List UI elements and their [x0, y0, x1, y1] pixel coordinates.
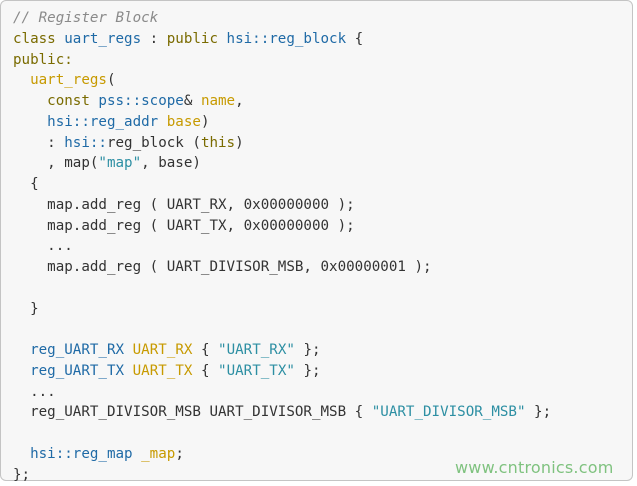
- code-token: "UART_RX": [218, 342, 295, 358]
- code-token: [133, 446, 142, 462]
- code-line: uart_regs(: [13, 70, 551, 91]
- code-token: map.add_reg ( UART_RX, 0x00000000 );: [13, 196, 355, 213]
- code-token: , base): [141, 155, 201, 172]
- code-token: };: [294, 342, 321, 358]
- code-token: [13, 446, 30, 462]
- code-token: UART_TX: [132, 362, 193, 379]
- code-token: , map(: [13, 155, 99, 172]
- code-token: uart_regs: [64, 30, 142, 47]
- code-token: base: [166, 113, 201, 130]
- code-token: this: [200, 134, 236, 151]
- code-token: [124, 342, 133, 358]
- code-line: };: [13, 465, 551, 486]
- code-token: hsi::: [64, 134, 107, 151]
- watermark: www.cntronics.com: [455, 458, 614, 477]
- code-token: ...: [13, 238, 73, 255]
- code-line: public:: [13, 50, 551, 71]
- code-line: class uart_regs : public hsi::reg_block …: [13, 29, 551, 50]
- code-token: ;: [175, 445, 184, 462]
- code-token: {: [192, 362, 219, 379]
- code-token: [124, 363, 133, 379]
- code-token: };: [294, 362, 321, 379]
- code-line: map.add_reg ( UART_RX, 0x00000000 );: [13, 195, 551, 216]
- code-token: ): [235, 134, 244, 151]
- code-token: {: [13, 176, 39, 192]
- code-token: uart_regs: [30, 72, 107, 89]
- code-token: _map: [141, 445, 176, 462]
- code-token: reg_UART_TX: [30, 362, 125, 379]
- code-token: :: [13, 134, 65, 151]
- code-line: {: [13, 174, 551, 195]
- code-token: map.add_reg ( UART_TX, 0x00000000 );: [13, 217, 355, 234]
- code-token: [13, 93, 47, 109]
- code-token: };: [525, 404, 552, 421]
- code-token: hsi::reg_addr: [47, 113, 159, 130]
- code-line: reg_UART_TX UART_TX { "UART_TX" };: [13, 361, 551, 382]
- code-token: // Register Block: [13, 10, 159, 26]
- code-token: [13, 114, 47, 130]
- code-token: "map": [98, 155, 142, 172]
- code-line: [13, 423, 551, 444]
- code-token: reg_UART_RX: [30, 342, 125, 358]
- code-token: [13, 363, 30, 379]
- code-line: [13, 278, 551, 299]
- code-token: :: [141, 30, 167, 47]
- code-token: ): [200, 113, 210, 130]
- code-line: map.add_reg ( UART_TX, 0x00000000 );: [13, 216, 551, 237]
- code-token: (: [106, 72, 116, 89]
- code-line: hsi::reg_map _map;: [13, 444, 551, 465]
- code-line: hsi::reg_addr base): [13, 112, 551, 133]
- code-line: : hsi::reg_block (this): [13, 133, 551, 154]
- code-token: hsi::reg_block: [226, 30, 347, 47]
- code-token: public: [166, 30, 227, 47]
- code-line: reg_UART_DIVISOR_MSB UART_DIVISOR_MSB { …: [13, 402, 551, 423]
- code-line: ...: [13, 236, 551, 257]
- code-line: [13, 319, 551, 340]
- code-token: reg_block (: [106, 134, 201, 151]
- code-token: ,: [235, 93, 244, 109]
- code-token: map.add_reg ( UART_DIVISOR_MSB, 0x000000…: [13, 259, 432, 275]
- code-line: }: [13, 299, 551, 320]
- code-token: reg_UART_DIVISOR_MSB UART_DIVISOR_MSB {: [13, 404, 372, 421]
- code-token: pss::scope: [98, 93, 184, 109]
- code-token: {: [346, 30, 364, 47]
- code-block: // Register Block class uart_regs : publi…: [13, 8, 551, 485]
- code-token: };: [13, 466, 31, 483]
- code-token: ...: [13, 383, 56, 400]
- code-token: hsi::reg_map: [30, 445, 133, 462]
- code-token: public:: [13, 51, 73, 68]
- code-line: reg_UART_RX UART_RX { "UART_RX" };: [13, 340, 551, 361]
- code-line: // Register Block: [13, 8, 551, 29]
- code-token: "UART_TX": [218, 362, 295, 379]
- code-token: [13, 342, 30, 358]
- code-token: [13, 72, 30, 88]
- code-token: const: [47, 93, 99, 109]
- code-line: map.add_reg ( UART_DIVISOR_MSB, 0x000000…: [13, 257, 551, 278]
- code-token: UART_RX: [132, 342, 193, 358]
- code-token: class: [13, 30, 65, 47]
- code-token: }: [13, 300, 39, 317]
- code-line: , map("map", base): [13, 153, 551, 174]
- code-line: const pss::scope& name,: [13, 91, 551, 112]
- code-token: &: [183, 93, 201, 109]
- code-token: name: [200, 93, 236, 109]
- code-token: "UART_DIVISOR_MSB": [371, 404, 526, 421]
- code-token: {: [192, 342, 219, 358]
- code-line: ...: [13, 382, 551, 403]
- code-token: [158, 114, 167, 130]
